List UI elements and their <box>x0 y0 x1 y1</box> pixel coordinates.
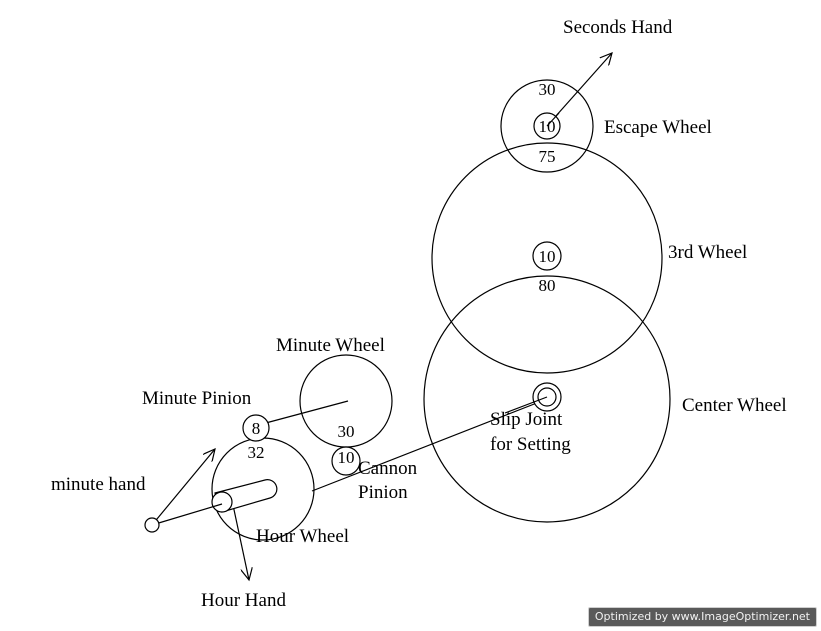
hour-hand-label: Hour Hand <box>201 590 286 611</box>
cannon-pinion-label-line2: Pinion <box>358 482 408 503</box>
third-wheel-label: 3rd Wheel <box>668 242 747 263</box>
watermark-badge: Optimized by www.ImageOptimizer.net <box>587 607 817 627</box>
cannon-pinion-label-line1: Cannon <box>358 458 418 479</box>
minute-pinion-circle <box>242 414 270 442</box>
escape-wheel-teeth: 30 <box>539 80 556 99</box>
seconds-hand-label: Seconds Hand <box>563 17 673 38</box>
minute-wheel-label: Minute Wheel <box>276 335 385 356</box>
hour-wheel-label: Hour Wheel <box>256 526 349 547</box>
minute-hand-arbor-line <box>151 503 223 526</box>
minute-arbor-line <box>261 400 349 425</box>
slip-joint-label-line1: Slip Joint <box>490 409 563 430</box>
minute-pinion-label: Minute Pinion <box>142 388 252 409</box>
third-wheel-teeth: 75 <box>539 147 556 166</box>
cannon-pinion-circle <box>331 446 361 476</box>
center-wheel-circle <box>423 275 671 523</box>
escape-wheel-circle <box>500 79 594 173</box>
minute-hand-hub <box>144 517 160 533</box>
seconds-arbor-segment <box>546 112 560 127</box>
center-wheel-label: Center Wheel <box>682 395 787 416</box>
third-wheel-circle <box>431 142 663 374</box>
hour-pipe-end <box>211 491 233 513</box>
minute-hand-label: minute hand <box>51 474 146 495</box>
center-wheel-teeth: 80 <box>539 276 556 295</box>
minute-hand-arrow <box>151 449 215 526</box>
slip-joint-line <box>504 396 548 414</box>
escape-wheel-label: Escape Wheel <box>604 117 712 138</box>
minute-pinion-teeth: 8 <box>252 419 261 438</box>
third-pinion-circle <box>532 241 562 271</box>
third-pinion-teeth: 10 <box>539 247 556 266</box>
center-arbor-line <box>311 398 548 492</box>
slip-joint-label-line2: for Setting <box>490 434 571 455</box>
hour-hand-arrow <box>232 504 249 580</box>
cannon-pinion-teeth: 10 <box>338 448 355 467</box>
hour-wheel-teeth: 32 <box>248 443 265 462</box>
escape-pinion-teeth: 10 <box>539 117 556 136</box>
minute-wheel-teeth: 30 <box>338 422 355 441</box>
